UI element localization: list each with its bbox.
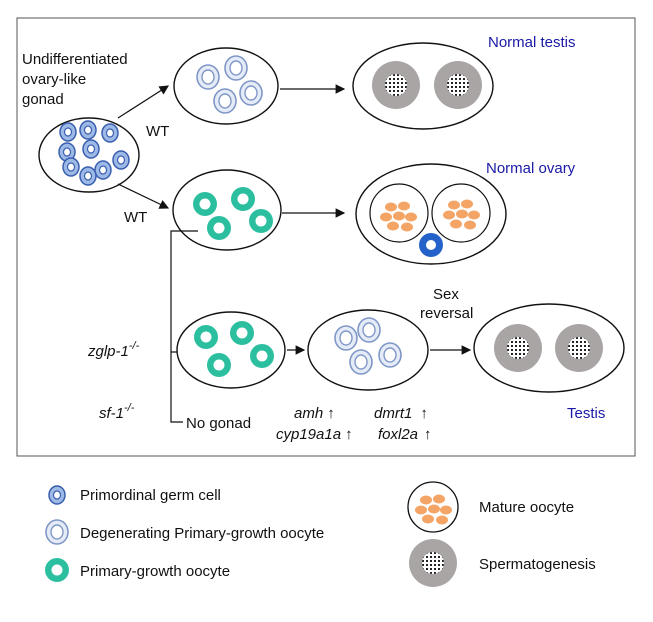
legend-primary-growth-label: Primary-growth oocyte xyxy=(80,563,230,580)
sex-reversal-label-1: Sex xyxy=(433,286,459,303)
undifferentiated-label-2: ovary-like xyxy=(22,71,86,88)
legend-mature-label: Mature oocyte xyxy=(479,499,574,516)
gonad-degenerating-upper xyxy=(173,47,279,125)
sex-reversal-label-2: reversal xyxy=(420,305,473,322)
legend: Primordinal germ cell Degenerating Prima… xyxy=(45,481,596,587)
gene-amh: amh↑ xyxy=(294,405,335,422)
legend-primordial: Primordinal germ cell xyxy=(48,485,221,505)
sf1-label: sf-1-/- xyxy=(99,402,135,422)
gene-foxl2a: foxl2a↑ xyxy=(378,426,432,443)
gonad-degenerating-zglp1 xyxy=(307,309,429,391)
wt-label-lower: WT xyxy=(124,209,147,226)
wt-label-upper: WT xyxy=(146,123,169,140)
undifferentiated-label-1: Undifferentiated xyxy=(22,51,128,68)
testis-label: Testis xyxy=(567,405,605,422)
zglp1-label: zglp-1-/- xyxy=(87,340,140,360)
legend-mature: Mature oocyte xyxy=(407,481,574,533)
gonad-primary-growth-wt xyxy=(172,169,282,251)
reversed-testis xyxy=(473,303,625,393)
no-gonad-label: No gonad xyxy=(186,415,251,432)
legend-primary-growth: Primary-growth oocyte xyxy=(45,558,230,582)
normal-ovary-label: Normal ovary xyxy=(486,160,576,177)
legend-spermatogenesis: Spermatogenesis xyxy=(409,539,596,587)
normal-testis-label: Normal testis xyxy=(488,34,576,51)
normal-ovary xyxy=(355,163,507,265)
legend-spermatogenesis-label: Spermatogenesis xyxy=(479,556,596,573)
legend-degenerating: Degenerating Primary-growth oocyte xyxy=(45,519,324,545)
undifferentiated-label-3: gonad xyxy=(22,91,64,108)
gonad-primary-growth-zglp1 xyxy=(176,311,286,389)
undifferentiated-gonad xyxy=(38,117,140,193)
gene-cyp19a1a: cyp19a1a↑ xyxy=(276,426,353,443)
gene-dmrt1: dmrt1↑ xyxy=(374,405,428,422)
legend-degenerating-label: Degenerating Primary-growth oocyte xyxy=(80,525,324,542)
branch-line xyxy=(170,230,198,423)
arrow-to-lower xyxy=(117,183,170,209)
legend-primordial-label: Primordinal germ cell xyxy=(80,487,221,504)
normal-testis xyxy=(352,42,494,130)
arrow-to-upper xyxy=(117,85,170,119)
